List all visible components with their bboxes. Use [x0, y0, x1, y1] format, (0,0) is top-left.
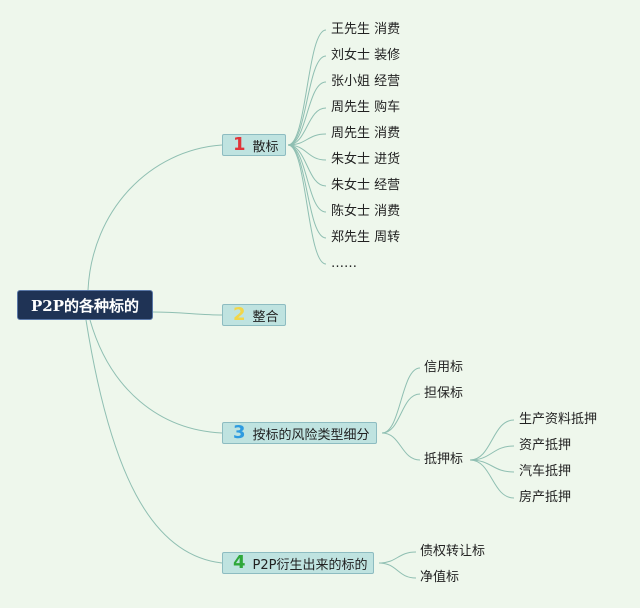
list-item[interactable]: 周先生 购车 [331, 100, 401, 115]
connector-branch1-item [287, 81, 327, 146]
connector-branch4-item [378, 562, 417, 579]
list-item[interactable]: 王先生 消费 [331, 22, 401, 37]
branch-zhenghe[interactable]: 2 整合 [222, 304, 286, 326]
connector-root-branch2 [152, 311, 223, 316]
connector-sub-item [469, 445, 515, 461]
list-item[interactable]: 朱女士 经营 [331, 178, 401, 193]
list-item[interactable]: 生产资料抵押 [519, 412, 598, 427]
branch-number: 3 [233, 422, 246, 443]
branch-risk-type[interactable]: 3 按标的风险类型细分 [222, 422, 377, 444]
branch-label: 整合 [252, 309, 279, 325]
list-item[interactable]: 资产抵押 [519, 438, 572, 453]
branch-label: P2P衍生出来的标的 [252, 557, 368, 573]
connector-branch1-item [287, 29, 327, 146]
list-item[interactable]: 担保标 [424, 386, 464, 401]
connector-root-branch3 [89, 319, 223, 434]
connector-branch3-item [381, 393, 421, 434]
list-item[interactable]: 刘女士 装修 [331, 48, 401, 63]
branch-label: 按标的风险类型细分 [252, 427, 370, 443]
list-item[interactable]: 郑先生 周转 [331, 230, 401, 245]
list-item[interactable]: 张小姐 经营 [331, 74, 401, 89]
root-node[interactable]: P2P的各种标的 [17, 290, 153, 320]
branch-label: 散标 [252, 139, 279, 155]
list-item[interactable]: 债权转让标 [420, 544, 486, 559]
connector-sub-item [469, 419, 515, 461]
connector-branch4-item [378, 551, 417, 564]
list-item[interactable]: 净值标 [420, 570, 460, 585]
branch-sanbiao[interactable]: 1 散标 [222, 134, 286, 156]
list-item[interactable]: …… [331, 256, 357, 271]
connector-branch3-item [381, 432, 421, 461]
list-item[interactable]: 汽车抵押 [519, 464, 572, 479]
list-item[interactable]: 房产抵押 [519, 490, 572, 505]
connector-branch3-item [381, 367, 421, 434]
connector-branch1-item [287, 144, 327, 265]
connector-branch1-item [287, 144, 327, 239]
list-item[interactable]: 周先生 消费 [331, 126, 401, 141]
connector-branch1-item [287, 133, 327, 146]
connector-branch1-item [287, 107, 327, 146]
list-item[interactable]: 信用标 [424, 360, 464, 375]
list-item[interactable]: 朱女士 进货 [331, 152, 401, 167]
branch-number: 2 [233, 304, 246, 325]
connector-root-branch4 [85, 319, 223, 564]
branch-number: 1 [233, 134, 246, 155]
branch-derived[interactable]: 4 P2P衍生出来的标的 [222, 552, 375, 574]
branch-number: 4 [233, 552, 246, 573]
root-label: P2P的各种标的 [31, 296, 139, 315]
connector-root-branch1 [87, 144, 223, 291]
list-item[interactable]: 抵押标 [424, 452, 464, 467]
connector-branch1-item [287, 55, 327, 146]
connector-sub-item [469, 459, 515, 499]
list-item[interactable]: 陈女士 消费 [331, 204, 401, 219]
